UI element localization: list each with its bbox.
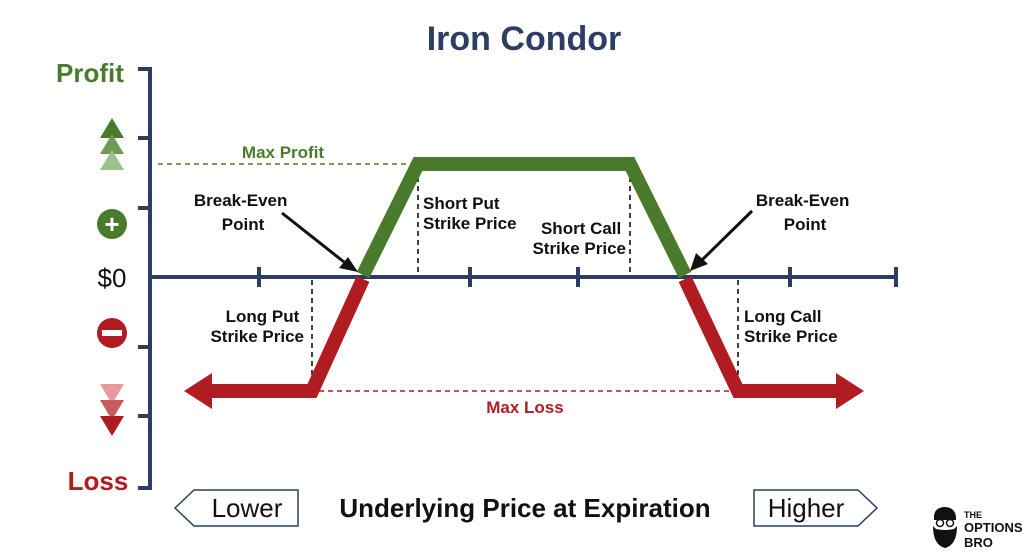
payoff-loss-right-segment [678, 276, 848, 398]
plus-symbol: + [104, 209, 119, 239]
short-call-line1: Short Call [541, 219, 621, 238]
short-put-line2: Strike Price [423, 214, 517, 233]
break-even-left-line2: Point [222, 215, 265, 234]
break-even-left-line1: Break-Even [194, 191, 288, 210]
higher-direction-box [753, 489, 879, 527]
loss-down-arrow-icon [100, 400, 124, 420]
bearded-face-icon [933, 507, 957, 548]
profit-up-arrow-icon [100, 118, 124, 138]
break-even-right-label: Break-Even Point [756, 191, 854, 234]
short-put-line1: Short Put [423, 194, 500, 213]
minus-bar [102, 330, 122, 336]
diagram-title: Iron Condor [427, 20, 622, 58]
short-call-line2: Strike Price [532, 239, 626, 258]
long-put-line1: Long Put [226, 307, 300, 326]
short-call-label: Short Call Strike Price [532, 219, 626, 258]
logo-line-3: BRO [964, 535, 993, 550]
logo-line-1: THE [964, 510, 982, 520]
loss-left-arrowhead-icon [184, 373, 212, 409]
logo-line-2: OPTIONS [964, 520, 1023, 535]
break-even-right-pointer [700, 209, 754, 262]
payoff-profit-segment [356, 157, 692, 279]
long-call-line1: Long Call [744, 307, 821, 326]
max-loss-label: Max Loss [486, 398, 563, 417]
plus-circle-icon [97, 209, 127, 239]
long-put-label: Long Put Strike Price [210, 307, 304, 346]
break-even-left-label: Break-Even Point [194, 191, 292, 234]
profit-up-arrow-icon [100, 134, 124, 154]
lower-direction-box [173, 489, 299, 527]
zero-label: $0 [98, 263, 127, 293]
break-even-left-arrowhead-icon [339, 257, 358, 272]
max-profit-label: Max Profit [242, 143, 325, 162]
long-put-line2: Strike Price [210, 327, 304, 346]
x-axis-label: Underlying Price at Expiration [339, 493, 710, 523]
short-put-label: Short Put Strike Price [423, 194, 517, 233]
long-call-label: Long Call Strike Price [744, 307, 838, 346]
break-even-left-pointer [281, 211, 345, 264]
the-options-bro-logo: THE OPTIONS BRO [933, 507, 1023, 550]
break-even-right-arrowhead-icon [690, 253, 708, 271]
break-even-right-line2: Point [784, 215, 827, 234]
profit-label: Profit [56, 58, 124, 88]
higher-label: Higher [768, 493, 845, 523]
profit-up-arrow-icon [100, 150, 124, 170]
long-call-line2: Strike Price [744, 327, 838, 346]
loss-down-arrow-icon [100, 416, 124, 436]
loss-right-arrowhead-icon [836, 373, 864, 409]
break-even-right-line1: Break-Even [756, 191, 850, 210]
payoff-loss-left-segment [200, 276, 370, 398]
lower-label: Lower [212, 493, 283, 523]
loss-label: Loss [68, 466, 129, 496]
loss-down-arrow-icon [100, 384, 124, 404]
